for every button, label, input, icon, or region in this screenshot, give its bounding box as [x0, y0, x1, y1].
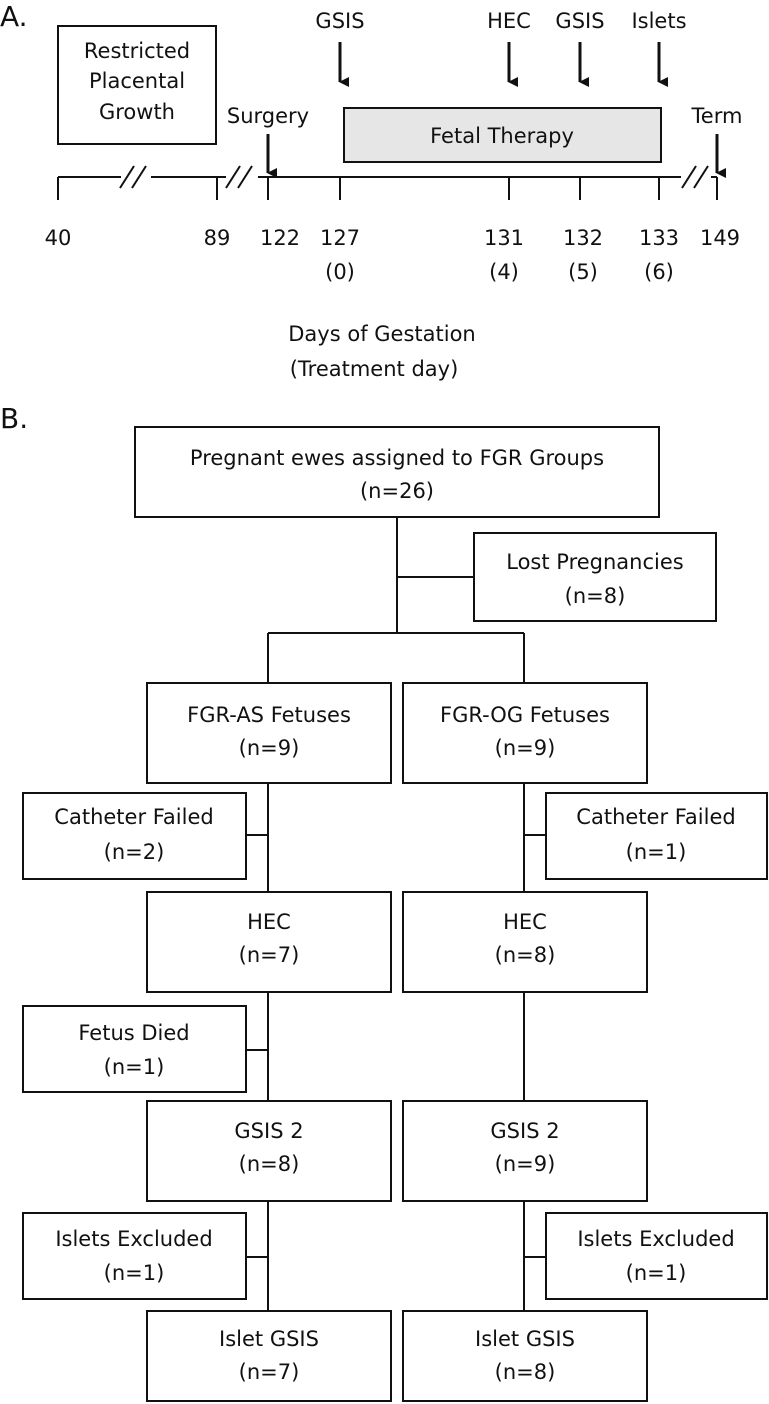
box-left-gsis-2: GSIS 2 (n=8): [146, 1100, 392, 1202]
box-right-islet-gsis-title: Islet GSIS: [475, 1327, 575, 1351]
box-pregnant-ewes-title: Pregnant ewes assigned to FGR Groups: [190, 446, 604, 470]
box-right-excluded-title: Islets Excluded: [577, 1227, 734, 1251]
box-right-catheter-failed: Catheter Failed (n=1): [545, 792, 768, 880]
box-fetus-died: Fetus Died (n=1): [22, 1005, 247, 1093]
box-right-hec-n: (n=8): [495, 943, 556, 967]
box-left-islet-gsis-title: Islet GSIS: [219, 1327, 319, 1351]
box-fgr-og-n: (n=9): [495, 736, 556, 760]
box-right-catheter-n: (n=1): [626, 840, 687, 864]
box-left-hec-title: HEC: [247, 910, 291, 934]
axis-subtitle: (Treatment day): [290, 357, 459, 381]
box-left-islet-gsis-n: (n=7): [239, 1360, 300, 1384]
box-pregnant-ewes: Pregnant ewes assigned to FGR Groups (n=…: [134, 426, 660, 518]
box-fetus-died-n: (n=1): [104, 1055, 165, 1079]
box-left-gsis-2-n: (n=8): [239, 1152, 300, 1176]
restricted-line-3: Growth: [99, 100, 175, 124]
fetal-therapy-label: Fetal Therapy: [430, 124, 574, 148]
box-left-hec-n: (n=7): [239, 943, 300, 967]
box-left-islet-gsis: Islet GSIS (n=7): [146, 1310, 392, 1402]
box-right-hec: HEC (n=8): [402, 891, 648, 993]
box-right-gsis-2-title: GSIS 2: [490, 1119, 559, 1143]
box-lost-pregnancies-title: Lost Pregnancies: [506, 550, 683, 574]
box-right-islet-gsis: Islet GSIS (n=8): [402, 1310, 648, 1402]
treatment-day-0: (0): [325, 260, 355, 284]
arrow-label-term: Term: [691, 104, 743, 128]
box-left-catheter-n: (n=2): [104, 840, 165, 864]
arrow-label-surgery: Surgery: [227, 104, 309, 128]
tick-label-132: 132: [563, 226, 603, 250]
box-left-excluded-n: (n=1): [104, 1261, 165, 1285]
timeline-axis: [57, 176, 718, 200]
restricted-line-1: Restricted: [84, 39, 190, 63]
arrow-label-gsis-1: GSIS: [315, 9, 364, 33]
box-left-catheter-title: Catheter Failed: [54, 805, 213, 829]
box-right-islet-gsis-n: (n=8): [495, 1360, 556, 1384]
box-fgr-as-fetuses: FGR-AS Fetuses (n=9): [146, 682, 392, 784]
tick-label-133: 133: [639, 226, 679, 250]
box-fgr-og-fetuses: FGR-OG Fetuses (n=9): [402, 682, 648, 784]
box-left-islets-excluded: Islets Excluded (n=1): [22, 1212, 247, 1300]
box-left-hec: HEC (n=7): [146, 891, 392, 993]
panel-a-label: A.: [0, 0, 28, 33]
treatment-day-6: (6): [644, 260, 674, 284]
box-right-catheter-title: Catheter Failed: [576, 805, 735, 829]
axis-break-1: [119, 165, 151, 189]
box-right-hec-title: HEC: [503, 910, 547, 934]
box-right-gsis-2-n: (n=9): [495, 1152, 556, 1176]
box-fgr-as-title: FGR-AS Fetuses: [187, 703, 351, 727]
treatment-day-4: (4): [489, 260, 519, 284]
axis-title: Days of Gestation: [288, 322, 475, 346]
restricted-growth-box: Restricted Placental Growth: [57, 25, 217, 145]
tick-label-131: 131: [484, 226, 524, 250]
tick-label-89: 89: [204, 226, 231, 250]
box-fgr-og-title: FGR-OG Fetuses: [440, 703, 610, 727]
arrow-label-islets: Islets: [631, 9, 686, 33]
fetal-therapy-bar: Fetal Therapy: [343, 107, 662, 163]
box-right-gsis-2: GSIS 2 (n=9): [402, 1100, 648, 1202]
box-right-islets-excluded: Islets Excluded (n=1): [545, 1212, 768, 1300]
box-left-catheter-failed: Catheter Failed (n=2): [22, 792, 247, 880]
panel-b-label: B.: [0, 402, 28, 435]
box-right-excluded-n: (n=1): [626, 1261, 687, 1285]
treatment-day-5: (5): [568, 260, 598, 284]
flow-connectors: [246, 517, 546, 1311]
axis-break-3: [681, 165, 711, 189]
box-pregnant-ewes-n: (n=26): [360, 479, 434, 503]
tick-label-127: 127: [320, 226, 360, 250]
box-fgr-as-n: (n=9): [239, 736, 300, 760]
tick-label-149: 149: [700, 226, 740, 250]
box-left-gsis-2-title: GSIS 2: [234, 1119, 303, 1143]
restricted-line-2: Placental: [89, 69, 185, 93]
arrow-label-gsis-2: GSIS: [555, 9, 604, 33]
axis-break-2: [225, 165, 258, 189]
box-fetus-died-title: Fetus Died: [78, 1021, 189, 1045]
tick-label-40: 40: [45, 226, 72, 250]
box-lost-pregnancies: Lost Pregnancies (n=8): [473, 532, 717, 622]
arrow-label-hec: HEC: [487, 9, 531, 33]
box-lost-pregnancies-n: (n=8): [565, 584, 626, 608]
box-left-excluded-title: Islets Excluded: [55, 1227, 212, 1251]
tick-label-122: 122: [260, 226, 300, 250]
